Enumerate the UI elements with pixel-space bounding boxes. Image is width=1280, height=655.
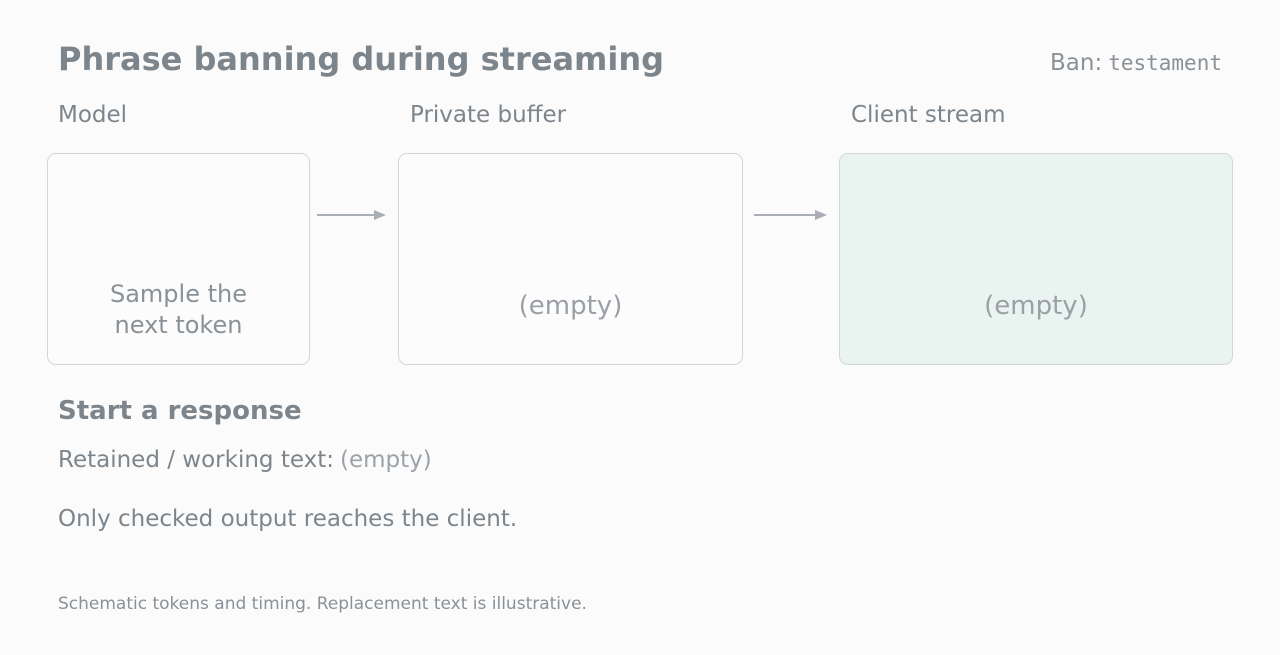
buffer-content: (empty)	[518, 291, 623, 321]
model-box: Sample the next token	[47, 153, 310, 365]
model-box-text: Sample the next token	[48, 279, 309, 341]
model-label: Model	[58, 102, 128, 128]
client-label: Client stream	[851, 102, 1006, 128]
retained-value: (empty)	[339, 447, 432, 473]
status-note: Only checked output reaches the client.	[58, 506, 518, 532]
model-text-line2: next token	[114, 311, 243, 339]
buffer-label: Private buffer	[410, 102, 567, 128]
private-buffer-box: (empty)	[398, 153, 743, 365]
model-text-line1: Sample the	[109, 280, 247, 308]
arrow-model-to-buffer-icon	[317, 210, 386, 220]
section-title: Start a response	[58, 396, 302, 426]
retained-label: Retained / working text:	[58, 447, 334, 473]
ban-label: Ban:	[1050, 50, 1103, 76]
ban-indicator: Ban:testament	[1050, 50, 1222, 76]
client-stream-box: (empty)	[839, 153, 1233, 365]
client-content: (empty)	[984, 291, 1088, 321]
arrow-buffer-to-client-icon	[754, 210, 827, 220]
footer-note: Schematic tokens and timing. Replacement…	[58, 594, 587, 614]
ban-term: testament	[1108, 51, 1222, 75]
page-title: Phrase banning during streaming	[58, 40, 665, 78]
retained-text-row: Retained / working text:(empty)	[58, 447, 432, 473]
